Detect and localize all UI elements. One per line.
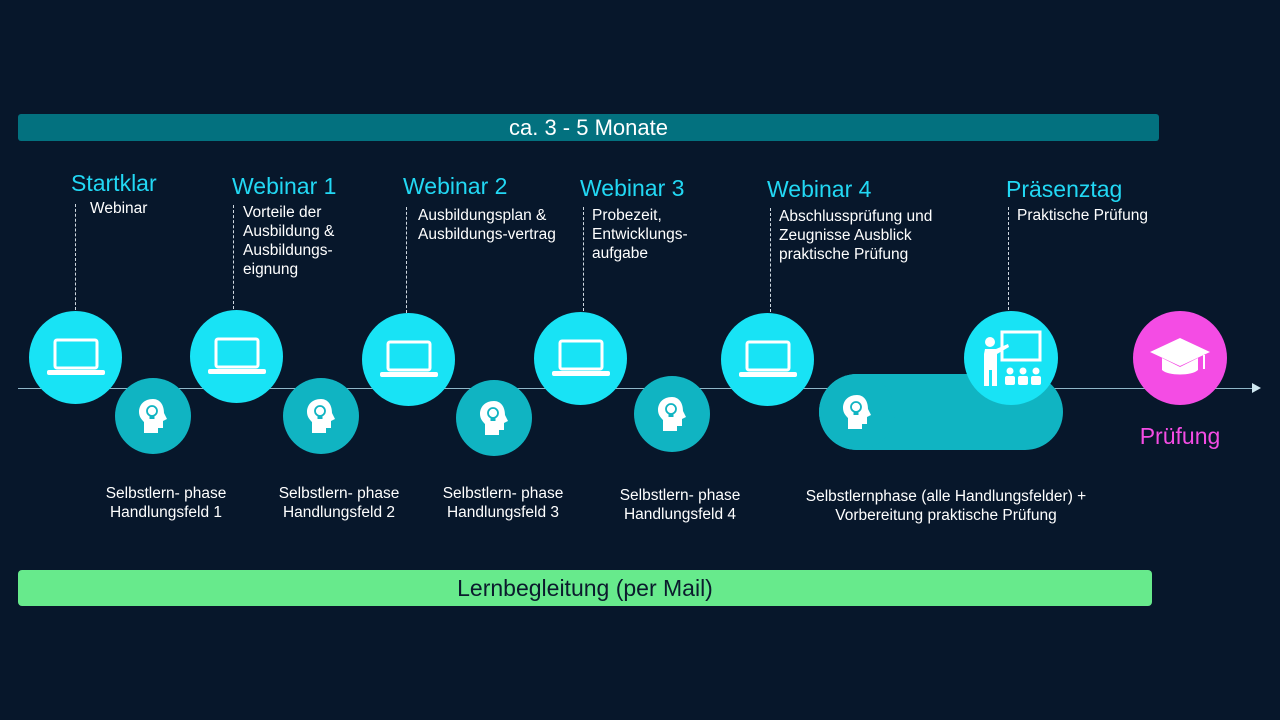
connector-webinar-2 <box>406 207 407 313</box>
graduation-cap-icon <box>1150 338 1210 375</box>
laptop-icon <box>207 337 266 374</box>
head-lightbulb-icon <box>480 401 508 435</box>
laptop-icon <box>738 340 797 377</box>
connector-webinar-3 <box>583 207 584 311</box>
webinar-circle-2 <box>362 313 455 406</box>
connector-webinar-4 <box>770 208 771 312</box>
pruefung-label: Prüfung <box>1139 423 1221 449</box>
step-title-praesenztag: Präsenztag <box>1006 176 1123 202</box>
step-title-webinar-3: Webinar 3 <box>580 175 685 201</box>
step-title-webinar-1: Webinar 1 <box>232 173 337 199</box>
laptop-icon <box>46 338 105 375</box>
support-label: Lernbegleitung (per Mail) <box>457 575 713 601</box>
webinar-circle-1 <box>190 310 283 403</box>
self-study-label-2: Selbstlern- phase Handlungsfeld 2 <box>278 485 400 521</box>
step-desc-webinar-3: Probezeit, Entwicklungs-aufgabe <box>592 207 688 262</box>
self-study-label-1: Selbstlern- phase Handlungsfeld 1 <box>105 485 227 521</box>
head-lightbulb-icon <box>139 399 167 433</box>
step-desc-praesenztag: Praktische Prüfung <box>1017 207 1148 224</box>
connector-webinar-1 <box>233 205 234 309</box>
step-title-startklar: Startklar <box>71 170 157 196</box>
head-lightbulb-icon <box>658 397 686 431</box>
connector-praesenztag <box>1008 207 1009 310</box>
duration-bar: ca. 3 - 5 Monate <box>18 114 1159 141</box>
step-title-webinar-4: Webinar 4 <box>767 176 872 202</box>
self-study-label-4: Selbstlern- phase Handlungsfeld 4 <box>619 487 741 523</box>
self-study-circle-5 <box>819 374 895 450</box>
self-study-circle-3 <box>456 380 532 456</box>
step-title-webinar-2: Webinar 2 <box>403 173 508 199</box>
webinar-circle-4 <box>721 313 814 406</box>
laptop-icon <box>379 340 438 377</box>
duration-label: ca. 3 - 5 Monate <box>509 115 668 140</box>
timeline-axis <box>18 388 1254 389</box>
step-desc-webinar-4: Abschlussprüfung und Zeugnisse Ausblick … <box>779 208 933 263</box>
webinar-circle-3 <box>534 312 627 405</box>
webinar-circle-startklar <box>29 311 122 404</box>
laptop-icon <box>551 339 610 376</box>
connector-startklar <box>75 204 76 310</box>
step-desc-webinar-2: Ausbildungsplan & Ausbildungs-vertrag <box>418 207 556 243</box>
timeline-arrow-icon <box>1252 383 1261 393</box>
self-study-circle-1 <box>115 378 191 454</box>
step-desc-startklar: Webinar <box>90 200 148 217</box>
pruefung-circle <box>1133 311 1227 405</box>
head-lightbulb-icon <box>307 399 335 433</box>
presentation-icon <box>984 330 1042 386</box>
self-study-circle-4 <box>634 376 710 452</box>
self-study-label-5: Selbstlernphase (alle Handlungsfelder) +… <box>805 488 1087 524</box>
step-desc-webinar-1: Vorteile der Ausbildung & Ausbildungs-ei… <box>243 204 335 278</box>
self-study-label-3: Selbstlern- phase Handlungsfeld 3 <box>442 485 564 521</box>
head-lightbulb-icon <box>843 395 871 429</box>
praesenztag-circle <box>964 311 1058 405</box>
self-study-circle-2 <box>283 378 359 454</box>
support-bar: Lernbegleitung (per Mail) <box>18 570 1152 606</box>
